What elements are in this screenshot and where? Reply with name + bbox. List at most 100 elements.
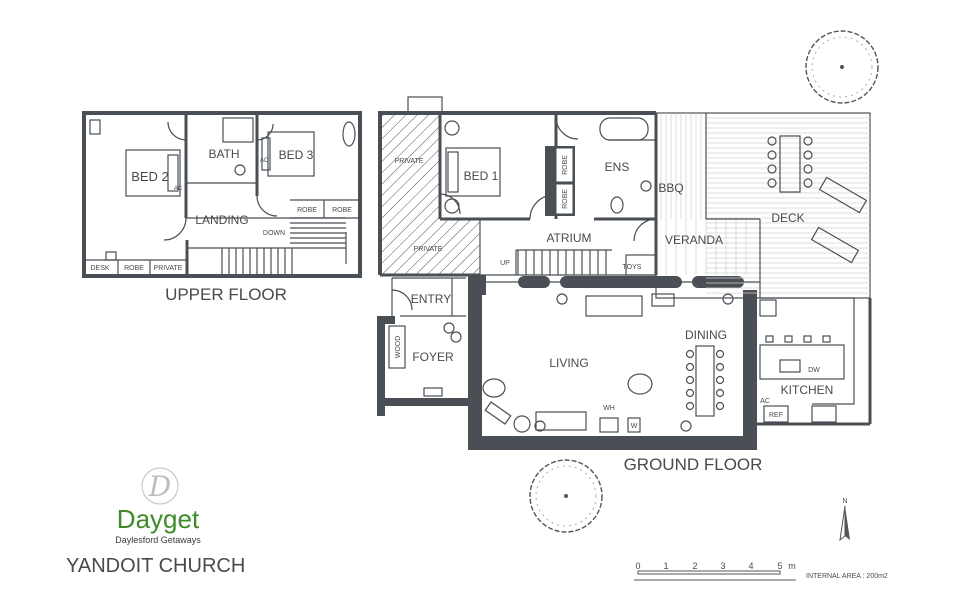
bar-stool <box>765 335 774 343</box>
door-swing <box>555 116 579 140</box>
dining-chairs <box>685 349 725 411</box>
door-swing <box>163 217 187 241</box>
tree-bottom <box>529 459 603 533</box>
ground-stair-up: UP <box>500 260 510 267</box>
bed-1-furniture <box>445 147 501 197</box>
scale-tick-2: 2 <box>692 561 697 571</box>
ground-ac: AC <box>760 398 770 405</box>
brand-logo: D Dayget Daylesford Getaways <box>115 467 201 545</box>
outdoor-chair <box>803 150 813 160</box>
ground-room-deck: DECK <box>771 211 804 225</box>
outdoor-chair <box>803 164 813 174</box>
upper-room-landing: LANDING <box>195 213 248 227</box>
ground-room-foyer: FOYER <box>412 350 454 364</box>
cooktop <box>811 405 837 423</box>
scale-tick-4: 4 <box>748 561 753 571</box>
main-hall-walls <box>468 275 757 450</box>
door-swing <box>256 195 278 217</box>
side-chair <box>513 415 531 433</box>
ground-room-ens: ENS <box>605 160 630 174</box>
ground-room-bbq: BBQ <box>658 181 683 195</box>
cabinet <box>651 293 675 307</box>
upper-room-bath: BATH <box>208 147 239 161</box>
toilet <box>610 196 624 214</box>
upper-robe-b: ROBE <box>332 207 352 214</box>
scale-tick-0: 0 <box>635 561 640 571</box>
outdoor-chair <box>767 178 777 188</box>
bar-stool <box>803 335 812 343</box>
outdoor-chair <box>767 164 777 174</box>
dining-chair <box>715 349 725 359</box>
dining-table <box>695 345 715 417</box>
veranda-deck-outline <box>655 112 871 299</box>
ground-room-atrium: ATRIUM <box>546 231 591 245</box>
side-table <box>105 251 117 261</box>
wood-store <box>388 325 406 369</box>
ground-private-a: PRIVATE <box>395 158 424 165</box>
upper-floor-title: UPPER FLOOR <box>165 285 287 304</box>
dining-chair <box>685 375 695 385</box>
ground-w: W <box>631 423 638 430</box>
shower <box>222 117 254 143</box>
outdoor-chairs <box>767 136 813 188</box>
rug-round <box>627 373 653 395</box>
ground-floor: PRIVATE PRIVATE BED 1 ROBE ROBE ENS BBQ … <box>377 96 872 474</box>
pantry-box <box>759 299 777 317</box>
deck-boards <box>660 113 870 294</box>
north-label: N <box>842 498 847 505</box>
upper-ac-a: AC <box>174 186 183 192</box>
ground-private-b: PRIVATE <box>414 246 443 253</box>
ground-wall <box>378 111 656 275</box>
scale-tick-5: 5 <box>777 561 782 571</box>
ground-wh: WH <box>603 405 615 412</box>
door-swing <box>529 194 555 220</box>
bed-2-pillow <box>167 154 179 192</box>
nightstand <box>444 120 460 136</box>
robe-e-box <box>555 183 574 215</box>
bed-2-furniture <box>125 149 181 197</box>
dining-chair <box>715 388 725 398</box>
column <box>722 293 734 305</box>
washer <box>627 417 641 433</box>
basin <box>640 180 652 192</box>
monogram-letter: D <box>148 470 171 503</box>
ground-room-bed1: BED 1 <box>464 169 499 183</box>
bar-stools <box>765 335 831 343</box>
foyer-stool <box>443 322 455 334</box>
ground-dw: DW <box>808 367 820 374</box>
upper-room-bed3: BED 3 <box>279 148 314 162</box>
dining-chair <box>685 388 695 398</box>
ground-room-living: LIVING <box>549 356 588 370</box>
bed-3-furniture <box>267 131 315 177</box>
dining-chair <box>685 401 695 411</box>
upper-stair-down: DOWN <box>263 230 285 237</box>
upper-desk: DESK <box>90 265 109 272</box>
pantry <box>625 254 657 276</box>
monogram-ring <box>141 467 179 505</box>
ground-toys: TOYS <box>623 264 642 271</box>
property-name: YANDOIT CHURCH <box>66 555 245 577</box>
dining-chair <box>715 401 725 411</box>
kitchen-island <box>759 344 845 380</box>
tree-top-right <box>805 30 879 104</box>
dining-chair <box>715 375 725 385</box>
ground-floor-title: GROUND FLOOR <box>624 455 763 474</box>
internal-area: INTERNAL AREA : 200m2 <box>806 573 888 580</box>
ground-room-kitchen: KITCHEN <box>781 383 834 397</box>
column <box>534 420 546 432</box>
scale-bar: 0 1 2 3 4 5 m INTERNAL AREA : 200m2 <box>634 561 888 581</box>
sun-lounger <box>810 226 860 264</box>
robe-d-box <box>555 147 574 183</box>
column <box>556 293 568 305</box>
fridge <box>763 405 789 423</box>
outdoor-chair <box>803 136 813 146</box>
dining-chair <box>685 349 695 359</box>
door-swing <box>391 289 413 311</box>
foyer-bench <box>423 387 443 397</box>
foyer-stool <box>450 331 462 343</box>
ground-robe-d: ROBE <box>562 155 569 175</box>
upper-robe-a: ROBE <box>297 207 317 214</box>
ground-robe-e: ROBE <box>562 189 569 209</box>
ground-room-dining: DINING <box>685 328 727 342</box>
